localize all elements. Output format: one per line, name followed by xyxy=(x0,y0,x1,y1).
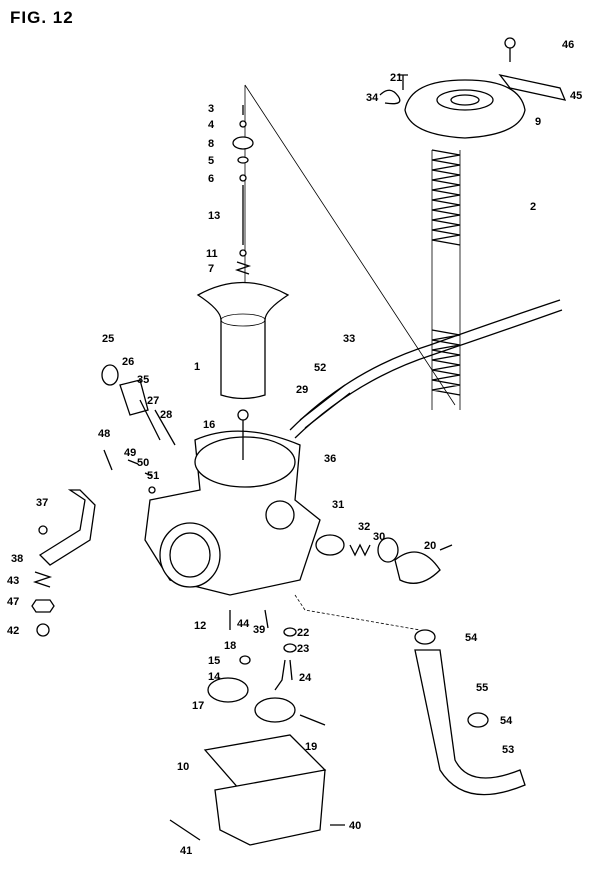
callout-23: 23 xyxy=(297,643,309,655)
callout-34: 34 xyxy=(366,92,379,104)
figure-title: FIG. 12 xyxy=(10,8,74,27)
callout-1: 1 xyxy=(194,361,200,373)
carburetor-body xyxy=(144,409,321,596)
callout-30: 30 xyxy=(373,531,385,543)
callout-16: 16 xyxy=(203,419,215,431)
callout-2: 2 xyxy=(530,201,536,213)
callout-55: 55 xyxy=(476,682,488,694)
callout-18: 18 xyxy=(224,640,236,652)
callout-4: 4 xyxy=(208,119,215,131)
callout-3: 3 xyxy=(208,103,214,115)
callout-27: 27 xyxy=(147,395,159,407)
callout-13: 13 xyxy=(208,210,220,222)
callout-12: 12 xyxy=(194,620,206,632)
callout-31: 31 xyxy=(332,499,344,511)
callout-32: 32 xyxy=(358,521,370,533)
callout-11: 11 xyxy=(206,248,218,260)
callout-24: 24 xyxy=(299,672,312,684)
callout-6: 6 xyxy=(208,173,214,185)
part-10-float-bowl xyxy=(169,609,345,846)
part-55-hose xyxy=(414,629,526,796)
callout-44: 44 xyxy=(237,618,250,630)
callout-15: 15 xyxy=(208,655,220,667)
part-9-cover xyxy=(404,79,526,139)
callout-26: 26 xyxy=(122,356,134,368)
callout-10: 10 xyxy=(177,761,189,773)
callout-29: 29 xyxy=(296,384,308,396)
part-1-piston xyxy=(196,281,290,400)
callout-33: 33 xyxy=(343,333,355,345)
callout-38: 38 xyxy=(11,553,23,565)
callout-52: 52 xyxy=(314,362,326,374)
callout-53: 53 xyxy=(502,744,514,756)
callout-43: 43 xyxy=(7,575,19,587)
callout-8: 8 xyxy=(208,138,214,150)
callout-54: 54 xyxy=(465,632,478,644)
callout-36: 36 xyxy=(324,453,336,465)
callout-labels: 46 21 45 34 9 3 4 8 5 6 13 2 11 7 1 33 5… xyxy=(7,39,582,857)
callout-41: 41 xyxy=(180,845,192,857)
callout-47: 47 xyxy=(7,596,19,608)
callout-5: 5 xyxy=(208,155,214,167)
callout-51: 51 xyxy=(147,470,159,482)
callout-35: 35 xyxy=(137,374,149,386)
callout-37: 37 xyxy=(36,497,48,509)
callout-54-lower: 54 xyxy=(500,715,513,727)
part-2-spring xyxy=(431,149,461,410)
callout-20: 20 xyxy=(424,540,436,552)
callout-14: 14 xyxy=(208,671,221,683)
callout-19: 19 xyxy=(305,741,317,753)
callout-17: 17 xyxy=(192,700,204,712)
callout-50: 50 xyxy=(137,457,149,469)
callout-42: 42 xyxy=(7,625,19,637)
callout-45: 45 xyxy=(570,90,582,102)
callout-46: 46 xyxy=(562,39,574,51)
part-drawings xyxy=(31,37,567,846)
callout-48: 48 xyxy=(98,428,110,440)
callout-7: 7 xyxy=(208,263,214,275)
callout-39: 39 xyxy=(253,624,265,636)
callout-49: 49 xyxy=(124,447,136,459)
callout-40: 40 xyxy=(349,820,361,832)
callout-9: 9 xyxy=(535,116,541,128)
callout-21: 21 xyxy=(390,72,402,84)
callout-22: 22 xyxy=(297,627,309,639)
callout-25: 25 xyxy=(102,333,114,345)
callout-28: 28 xyxy=(160,409,172,421)
